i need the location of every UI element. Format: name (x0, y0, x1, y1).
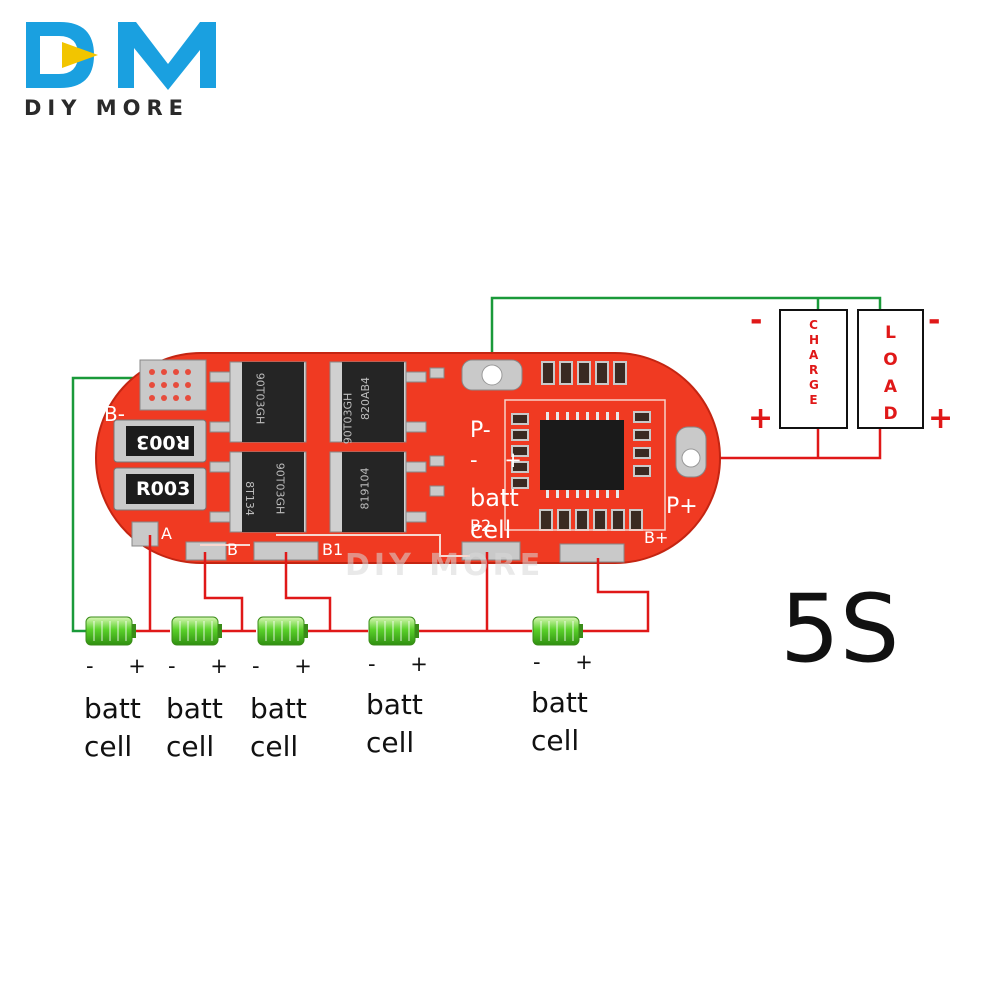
pad-label-p-minus: P- (470, 418, 491, 443)
mosfet-1 (229, 361, 307, 443)
mosfet-marking-3: 90T03GH (273, 462, 287, 515)
logo-letter-m (118, 22, 216, 90)
battery-cells (85, 616, 583, 646)
overlay-cell-label: batt cell (470, 484, 519, 544)
cell-label-3: batt cell (250, 692, 307, 763)
configuration-label: 5S (780, 575, 900, 684)
overlay-cell-polarity: - + (470, 448, 532, 472)
battery-cell-icon-4 (368, 616, 419, 646)
pad-label-b: B (227, 540, 238, 559)
board-watermark: DIY MORE (345, 548, 545, 583)
smd-components (511, 361, 651, 531)
battery-cell-icon-5 (532, 616, 583, 646)
cell-polarity-2: - + (168, 654, 242, 678)
pad-label-p-plus: P+ (666, 494, 698, 519)
charge-label: CHARGE (809, 318, 820, 407)
mosfet-marking-5: 90T03GH (341, 392, 355, 445)
battery-cell-icon-3 (257, 616, 308, 646)
brand-logo (26, 22, 216, 90)
pad-label-b-minus: B- (104, 402, 125, 426)
pad-label-b-plus: B+ (644, 528, 669, 547)
mosfet-marking-1: 90T03GH (253, 372, 267, 425)
logo-accent-triangle (62, 42, 98, 68)
mosfet-4 (329, 451, 407, 533)
charge-terminal-box (779, 309, 848, 429)
wire-p-plus (690, 426, 882, 460)
resistor-marking-1: R003 (136, 431, 191, 453)
wire-b-minus (71, 376, 140, 633)
pad-b-plus (559, 543, 625, 563)
load-label: LOAD (883, 323, 898, 424)
charge-minus-sign: - (750, 303, 763, 338)
pad-label-b1: B1 (322, 540, 344, 559)
pad-b2 (461, 541, 521, 561)
cell-polarity-1: - + (86, 654, 160, 678)
load-plus-sign: + (928, 401, 954, 436)
charge-plus-sign: + (748, 401, 774, 436)
cell-label-2: batt cell (166, 692, 223, 763)
cell-label-5: batt cell (531, 686, 588, 757)
mosfet-2 (329, 361, 407, 443)
pad-label-a: A (161, 524, 172, 543)
brand-name: DIY MORE (24, 96, 190, 120)
battery-cell-icon-1 (85, 616, 136, 646)
mosfet-marking-6: 8T134 (242, 481, 256, 516)
load-terminal-box (857, 309, 924, 429)
cell-label-1: batt cell (84, 692, 141, 763)
load-minus-sign: - (928, 303, 941, 338)
protection-ic (540, 420, 624, 490)
mosfet-marking-4: 819104 (358, 467, 372, 510)
cell-label-4: batt cell (366, 688, 423, 759)
cell-polarity-4: - + (368, 652, 442, 676)
battery-cell-icon-2 (171, 616, 222, 646)
cell-polarity-5: - + (533, 650, 607, 674)
mosfet-3 (229, 451, 307, 533)
resistor-marking-2: R003 (136, 478, 191, 500)
pad-a (131, 521, 159, 547)
cell-wires (135, 535, 650, 633)
cell-polarity-3: - + (252, 654, 326, 678)
logo-letter-d (26, 22, 94, 88)
pad-label-b2: B2 (470, 516, 492, 535)
mosfet-marking-2: 820AB4 (359, 376, 373, 421)
